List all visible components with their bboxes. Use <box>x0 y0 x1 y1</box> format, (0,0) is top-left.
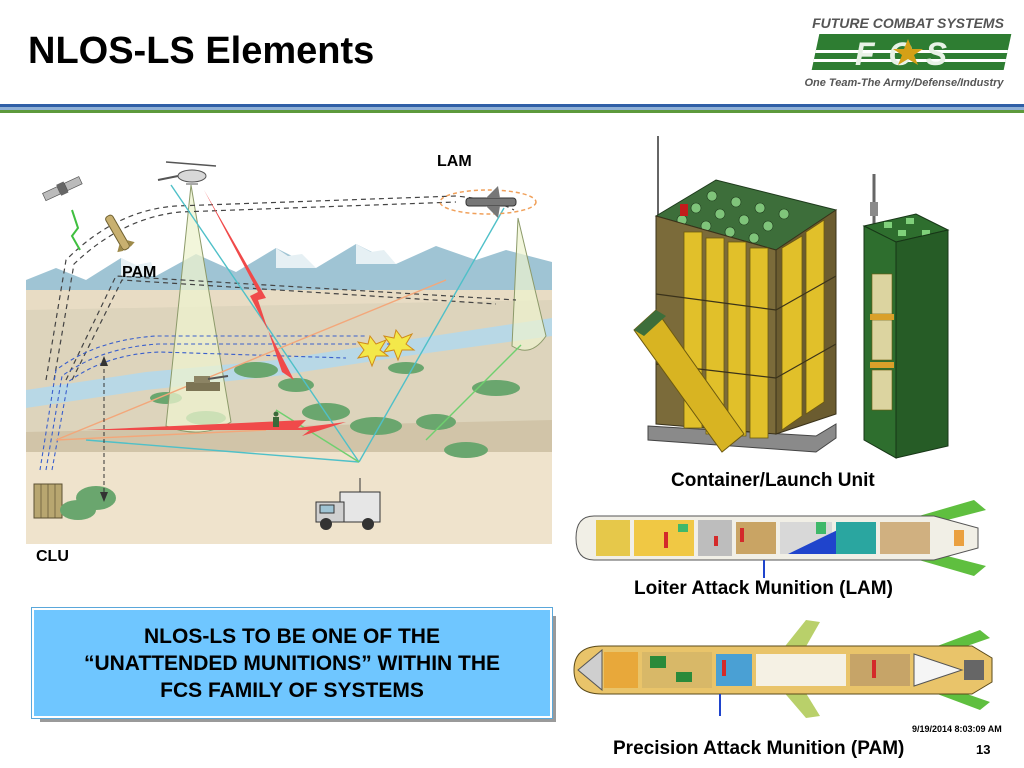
star-icon <box>893 39 923 65</box>
container-launch-unit-image <box>633 136 950 459</box>
lam-flight-path-1 <box>45 195 515 381</box>
comm-lightning-bolt-2 <box>86 420 346 436</box>
data-link-4 <box>85 439 360 463</box>
title-rule <box>0 104 1024 113</box>
data-link-6 <box>425 344 522 441</box>
satellite-icon <box>42 176 83 202</box>
callout-box: NLOS-LS TO BE ONE OF THE “UNATTENDED MUN… <box>32 608 552 718</box>
target-explosions <box>356 328 416 368</box>
caption-pam: Precision Attack Munition (PAM) <box>613 738 905 759</box>
lam-flight-path-4 <box>71 279 497 381</box>
data-link-3 <box>55 279 447 441</box>
launch-canisters <box>683 219 825 439</box>
logo-tagline: One Team-The Army/Defense/Industry <box>804 77 1004 89</box>
caption-lam: Loiter Attack Munition (LAM) <box>634 578 893 599</box>
clu-label: CLU <box>36 548 69 565</box>
pam-label: PAM <box>122 264 157 281</box>
timestamp: 9/19/2014 8:03:09 AM <box>912 724 1002 734</box>
data-link-2 <box>358 207 505 463</box>
lam-cutaway-image <box>575 500 986 578</box>
caption-container-launch-unit: Container/Launch Unit <box>671 470 875 491</box>
range-arrow <box>100 356 108 502</box>
logo-line1: FUTURE COMBAT SYSTEMS <box>812 15 1005 31</box>
pam-flight-path-1 <box>39 335 366 471</box>
truck-icon <box>315 478 381 530</box>
lam-munition-icon <box>465 186 517 218</box>
lam-label: LAM <box>437 153 472 170</box>
clu-ground-unit <box>33 483 96 520</box>
pam-flight-path-2 <box>45 343 396 471</box>
pam-flight-path-3 <box>51 351 347 471</box>
tilted-canister <box>633 309 745 453</box>
data-link-7 <box>55 429 267 441</box>
pam-munition-icon <box>105 214 135 253</box>
helicopter-icon <box>157 161 217 185</box>
callout-text: NLOS-LS TO BE ONE OF THE “UNATTENDED MUN… <box>83 624 501 702</box>
fcs-logo: FUTURE COMBAT SYSTEMS FCS One Team-The A… <box>804 15 1012 89</box>
lam-loiter-pattern <box>439 189 537 215</box>
lam-sensor-cone <box>511 217 547 351</box>
lam-flight-path-3 <box>65 275 517 381</box>
tank-target-icon <box>186 375 229 391</box>
soldier-icon <box>273 411 279 427</box>
concept-diagram <box>26 161 552 544</box>
mountain-snow <box>121 258 156 276</box>
river <box>26 318 552 408</box>
pam-cutaway-image <box>573 620 993 718</box>
page-number: 13 <box>976 742 991 757</box>
slide-title: NLOS-LS Elements <box>28 30 375 72</box>
data-link-5 <box>275 409 360 463</box>
